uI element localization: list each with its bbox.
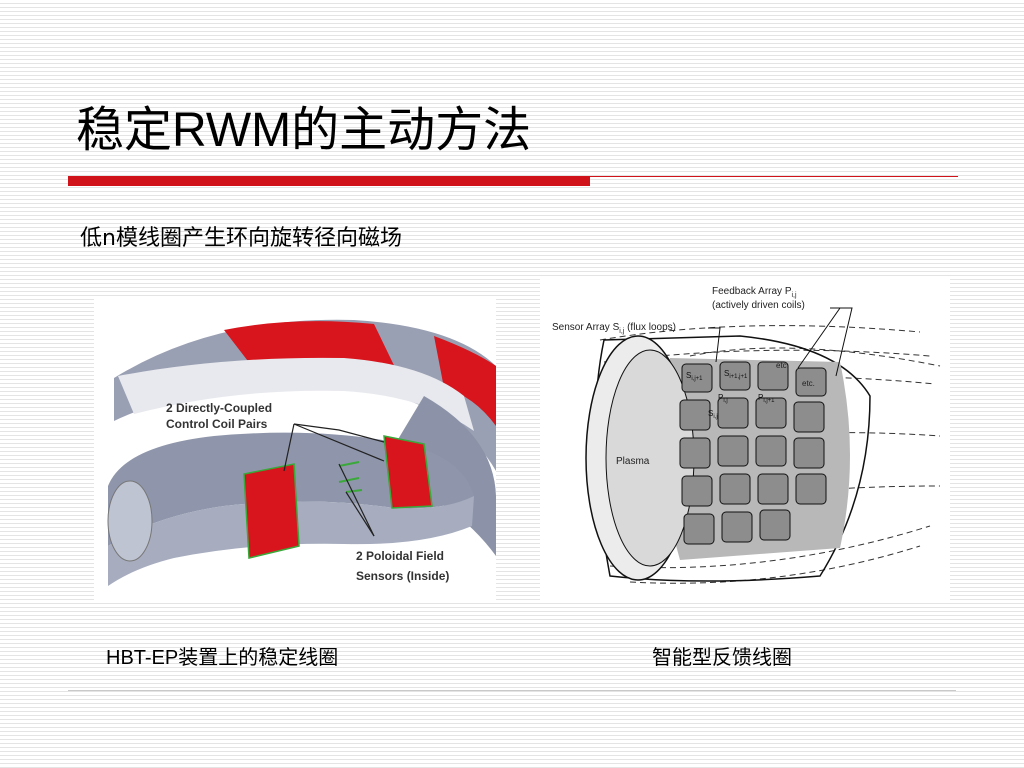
slide-title: 稳定RWM的主动方法 — [76, 100, 531, 161]
label-sensor-array: Sensor Array Si,j (flux loops) — [552, 322, 676, 335]
label-sensors-line1: 2 Poloidal Field — [356, 549, 444, 563]
label-coils-line1: 2 Directly-Coupled — [166, 401, 272, 415]
torus-upper-band — [114, 319, 496, 471]
slide-subtitle: 低n模线圈产生环向旋转径向磁场 — [80, 226, 402, 251]
coil-grid — [679, 361, 827, 545]
title-prefix: 稳定 — [76, 102, 173, 158]
hbt-ep-coil-figure: 2 Directly-Coupled Control Coil Pairs 2 … — [94, 296, 496, 600]
cell-label-2: Si+1,j+1 — [724, 369, 748, 380]
title-latin: RWM — [172, 104, 292, 157]
title-underline-thin — [590, 176, 958, 177]
cell-label-3: Pi,j — [718, 393, 728, 404]
callout-lines — [708, 307, 853, 377]
label-plasma: Plasma — [616, 456, 650, 467]
cell-label-4: Pi,j+1 — [758, 393, 775, 404]
control-coil-right — [383, 435, 433, 509]
caption-left-suffix: 装置上的稳定线圈 — [178, 645, 339, 669]
label-etc-2: etc. — [802, 379, 815, 388]
label-sensors-line2: Sensors (Inside) — [356, 569, 449, 583]
cell-label-1: Si,j+1 — [686, 371, 703, 382]
title-suffix: 的主动方法 — [291, 102, 532, 158]
caption-smart-feedback: 智能型反馈线圈 — [652, 645, 792, 669]
title-underline-thick — [68, 176, 590, 186]
caption-left-latin: HBT-EP — [106, 647, 179, 669]
label-etc-1: etc. — [776, 361, 789, 370]
torus-red-segment-right — [434, 336, 496, 426]
caption-hbt-ep: HBT-EP装置上的稳定线圈 — [106, 642, 338, 673]
feedback-array-figure: Feedback Array Pi,j (actively driven coi… — [540, 276, 950, 600]
torus-inner-band — [118, 357, 474, 431]
label-feedback-sub: (actively driven coils) — [712, 300, 805, 311]
label-feedback-array: Feedback Array Pi,j — [712, 286, 797, 299]
cell-label-5: Si,j — [708, 409, 718, 420]
torus-end-cap — [107, 480, 153, 562]
control-coil-left — [243, 463, 300, 559]
footer-rule — [68, 690, 956, 691]
label-coils-line2: Control Coil Pairs — [166, 417, 268, 431]
